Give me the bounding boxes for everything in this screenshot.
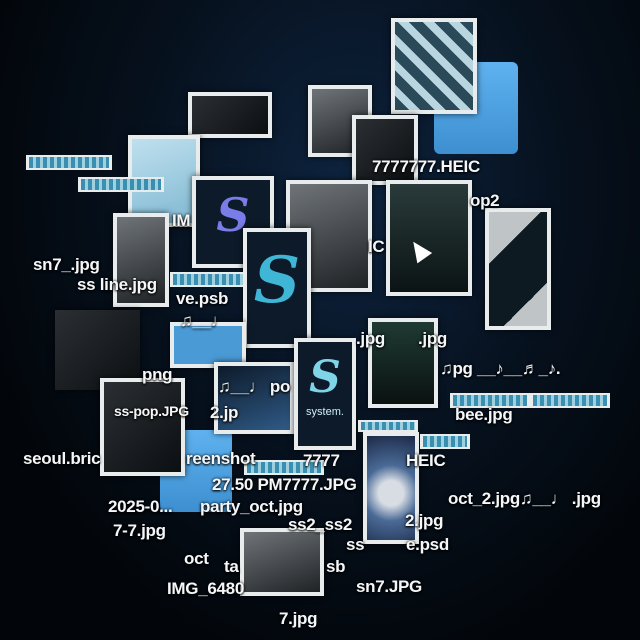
file-thumbnail[interactable]: [100, 378, 185, 476]
strip-pattern: [423, 436, 467, 447]
file-label[interactable]: ss: [346, 535, 365, 554]
thumbnail-image: [104, 382, 181, 472]
file-label[interactable]: 7-7.jpg: [113, 521, 166, 540]
thumbnail-image: [174, 326, 242, 364]
file-label[interactable]: e.psd: [406, 535, 449, 554]
file-label[interactable]: IM: [172, 211, 191, 230]
strip-pattern: [81, 179, 161, 190]
file-label[interactable]: ve.psb: [176, 289, 229, 308]
file-label[interactable]: 2025-0...: [108, 497, 173, 516]
file-label[interactable]: .jpg: [418, 329, 448, 348]
file-strip[interactable]: [358, 420, 418, 432]
s-logo-icon: S: [309, 352, 341, 404]
file-thumbnail[interactable]: [386, 180, 472, 296]
strip-pattern: [361, 422, 415, 430]
file-strip[interactable]: [450, 393, 530, 408]
file-label[interactable]: ♫pg __♪__♬_♪.: [440, 359, 561, 378]
file-thumbnail[interactable]: [214, 362, 294, 434]
thumbnail-image: [395, 22, 473, 110]
file-thumbnail[interactable]: [170, 322, 246, 368]
system-text: system.: [306, 406, 344, 418]
file-label[interactable]: sn7_.jpg: [33, 255, 100, 274]
file-label[interactable]: 2.jp: [210, 403, 239, 422]
file-label[interactable]: .jpg: [356, 329, 386, 348]
file-strip[interactable]: [244, 460, 324, 475]
file-label[interactable]: IC: [368, 237, 385, 256]
file-label[interactable]: 7777777.HEIC: [372, 157, 480, 176]
file-strip[interactable]: [530, 393, 610, 408]
file-thumbnail[interactable]: [368, 318, 438, 408]
file-thumbnail[interactable]: [188, 92, 272, 138]
thumbnail-image: [372, 322, 434, 404]
file-label[interactable]: ♫__♩ po: [218, 377, 291, 396]
s-logo-icon: S: [253, 243, 301, 319]
thumbnail-image: [367, 436, 415, 540]
file-label[interactable]: op2: [470, 191, 500, 210]
file-label[interactable]: 7.jpg: [279, 609, 318, 628]
thumbnail-image: [244, 532, 320, 592]
file-strip[interactable]: [78, 177, 164, 192]
file-label[interactable]: party_oct.jpg: [200, 497, 303, 516]
thumbnail-image: [218, 366, 290, 430]
file-label[interactable]: 2.jpg: [405, 511, 444, 530]
thumbnail-image: [356, 119, 414, 181]
file-label[interactable]: IMG_6480: [167, 579, 244, 598]
file-thumbnail[interactable]: [352, 115, 418, 185]
thumbnail-image: S: [196, 180, 270, 264]
file-thumbnail[interactable]: [363, 432, 419, 544]
thumbnail-image: [390, 184, 468, 292]
file-strip[interactable]: [26, 155, 112, 170]
file-label[interactable]: ss2_ss2: [288, 515, 353, 534]
file-thumbnail[interactable]: [113, 213, 169, 307]
file-label[interactable]: png: [142, 365, 173, 384]
file-thumbnail[interactable]: [391, 18, 477, 114]
thumbnail-image: [55, 310, 140, 390]
file-label[interactable]: sn7.JPG: [356, 577, 422, 596]
file-label[interactable]: HEIC: [406, 451, 446, 470]
file-label[interactable]: ♫__♩: [180, 311, 228, 330]
thumbnail-image: [489, 212, 547, 326]
cursor-icon: [405, 236, 433, 264]
file-label[interactable]: oct_2.jpg♫__♩ .jpg: [448, 489, 601, 508]
file-label[interactable]: reenshot: [186, 449, 256, 468]
file-label[interactable]: seoul.bric: [23, 449, 101, 468]
file-label[interactable]: 27.50 PM7777.JPG: [212, 475, 357, 494]
file-label[interactable]: sb: [326, 557, 346, 576]
strip-pattern: [453, 395, 527, 406]
file-label[interactable]: 7777: [303, 451, 340, 470]
file-thumbnail[interactable]: S: [243, 228, 311, 348]
strip-pattern: [29, 157, 109, 168]
thumbnail-image: S: [247, 232, 307, 344]
file-strip[interactable]: [170, 272, 246, 287]
file-label[interactable]: ss line.jpg: [77, 275, 157, 294]
file-thumbnail[interactable]: [240, 528, 324, 596]
strip-pattern: [533, 395, 607, 406]
file-label[interactable]: ta: [224, 557, 239, 576]
file-thumbnail[interactable]: [485, 208, 551, 330]
file-label[interactable]: oct: [184, 549, 209, 568]
file-label[interactable]: bee.jpg: [455, 405, 513, 424]
strip-pattern: [247, 462, 321, 473]
file-thumbnail[interactable]: S: [192, 176, 274, 268]
file-thumbnail[interactable]: [55, 310, 140, 390]
file-strip[interactable]: [420, 434, 470, 449]
file-label[interactable]: ss-pop.JPG: [114, 403, 189, 419]
thumbnail-image: [117, 217, 165, 303]
thumbnail-image: [192, 96, 268, 134]
strip-pattern: [173, 274, 243, 285]
